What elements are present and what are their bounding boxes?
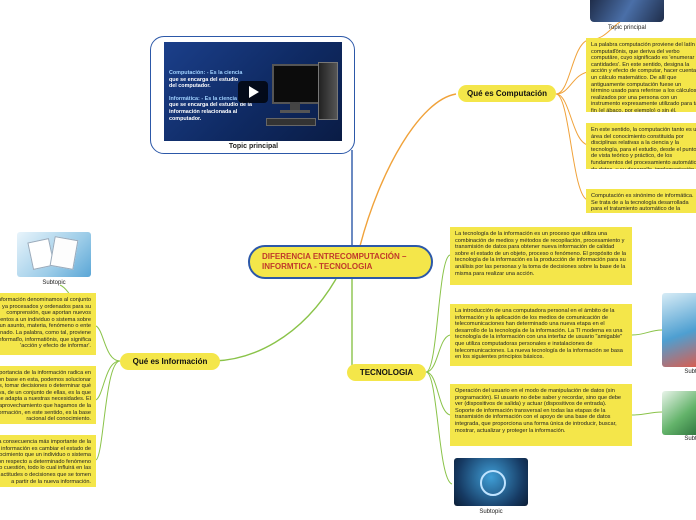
video-line: información relacionada al [169,108,238,115]
main-topic-label: TECNOLOGIA [359,368,414,377]
keyboard-icon [266,118,316,126]
topic-principal-video-card[interactable]: Computación: - Es la ciencia que se enca… [150,36,355,154]
video-line: computador. [169,115,202,122]
central-topic-text: DIFERENCIA ENTRECOMPUTACIÓN – INFORMTICA… [262,252,407,271]
note-informacion-2[interactable]: La importancia de la información radica … [0,366,96,424]
subtopic-tecnologia-image-right-1 [662,293,696,367]
subtopic-label-right-1: Subtopic [684,369,696,375]
main-topic-tecnologia[interactable]: TECNOLOGIA [347,364,426,381]
topic-principal-label: Topic principal [228,143,279,150]
note-computacion-1[interactable]: La palabra computación proviene del latí… [586,38,696,112]
computer-illustration [272,64,322,104]
play-icon [249,86,259,98]
video-line: que se encarga del estudio [169,76,239,83]
note-computacion-3[interactable]: Computación es sinónimo de informática. … [586,189,696,213]
video-line: del computador. [169,83,211,90]
globe-icon [480,470,506,496]
central-topic[interactable]: DIFERENCIA ENTRECOMPUTACIÓN – INFORMTICA… [248,245,433,279]
topic-principal-top-right-label: Topic principal [607,25,647,31]
subtopic-label: Subtopic [42,280,66,286]
main-topic-label: Qué es Computación [466,89,547,98]
main-topic-computacion[interactable]: Qué es Computación [458,85,556,102]
main-topic-informacion[interactable]: Qué es Información [120,353,220,370]
subtopic-label-right-2: Subtopic [684,436,696,442]
paper-icon [49,236,79,270]
video-line: Informática: - Es la ciencia [169,95,238,102]
note-tecnologia-1[interactable]: La tecnología de la información es un pr… [450,227,632,285]
note-tecnologia-2[interactable]: La introducción de una computadora perso… [450,304,632,366]
note-tecnologia-3[interactable]: Operación del usuario en el modo de mani… [450,384,632,446]
play-button[interactable] [238,81,268,103]
note-informacion-3[interactable]: La consecuencia más importante de la inf… [0,435,96,487]
topic-principal-image [590,0,664,22]
tower-icon [318,62,338,120]
video-line: Computación: - Es la ciencia [169,70,243,76]
video-thumbnail[interactable]: Computación: - Es la ciencia que se enca… [164,42,342,141]
video-line: que se encarga del estudio de la [169,102,252,109]
subtopic-label: Subtopic [479,509,503,515]
note-computacion-2[interactable]: En este sentido, la computación tanto es… [586,123,696,169]
note-informacion-1[interactable]: Como información denominamos al conjunto… [0,293,96,355]
subtopic-tecnologia-image-right-2 [662,391,696,435]
main-topic-label: Qué es Información [132,357,208,366]
